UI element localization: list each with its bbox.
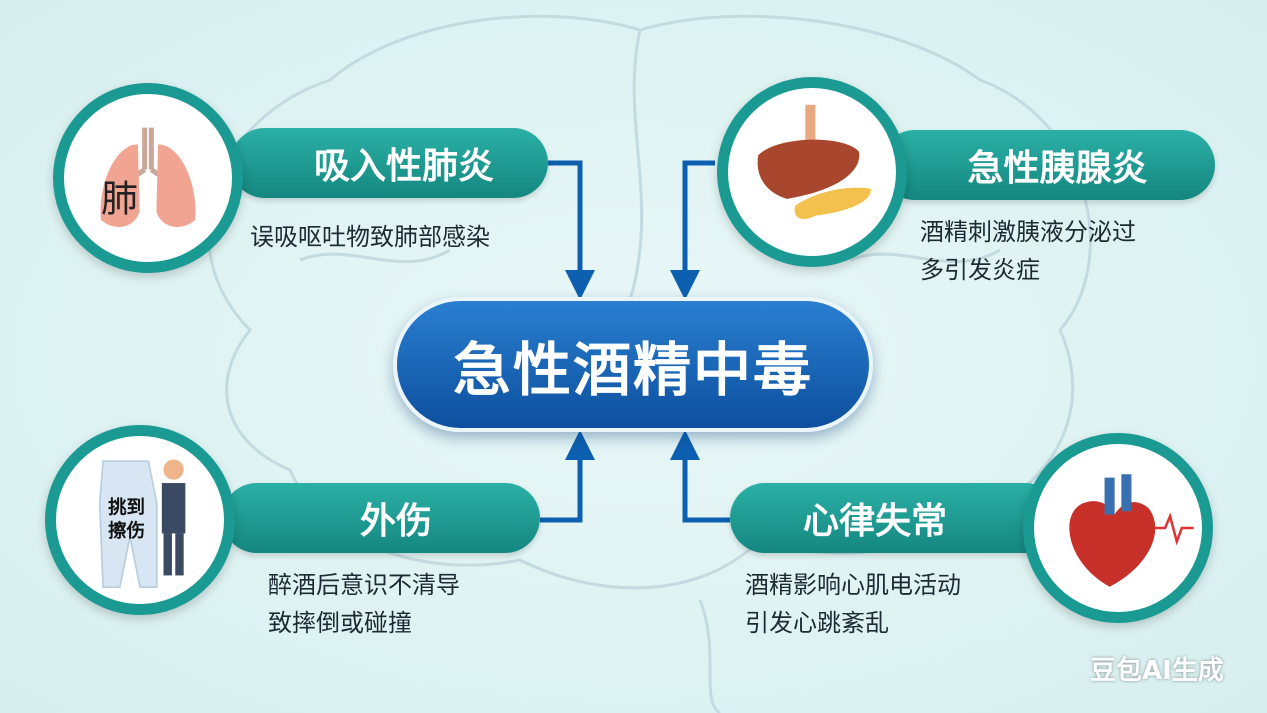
injury-icon: 挑到擦伤 [45,425,235,615]
arrow-top-left [548,160,595,300]
arrow-bottom-left [540,430,595,523]
lungs-icon: 肺 [53,83,243,273]
watermark: 豆包AI生成 [1090,656,1224,686]
arrow-bottom-right [670,430,730,523]
node-title-trauma: 外伤 [222,483,540,553]
node-desc-aspiration-pneumonia: 误吸呕吐物致肺部感染 [250,223,490,251]
liver-pancreas-icon [717,77,907,267]
node-title-acute-pancreatitis: 急性胰腺炎 [880,130,1215,200]
heart-icon [1023,433,1213,623]
central-topic-acute-alcohol-poisoning: 急性酒精中毒 [393,297,873,432]
node-desc-trauma: 醉酒后意识不清导致摔倒或碰撞 [268,571,460,637]
svg-text:擦伤: 擦伤 [108,520,145,542]
node-desc-acute-pancreatitis: 酒精刺激胰液分泌过多引发炎症 [920,218,1136,284]
node-title-arrhythmia: 心律失常 [730,483,1060,553]
svg-text:挑到: 挑到 [108,496,145,518]
node-desc-arrhythmia: 酒精影响心肌电活动引发心跳紊乱 [745,571,961,637]
node-title-aspiration-pneumonia: 吸入性肺炎 [230,128,548,198]
arrow-top-right [670,160,715,300]
svg-text:肺: 肺 [101,178,138,221]
